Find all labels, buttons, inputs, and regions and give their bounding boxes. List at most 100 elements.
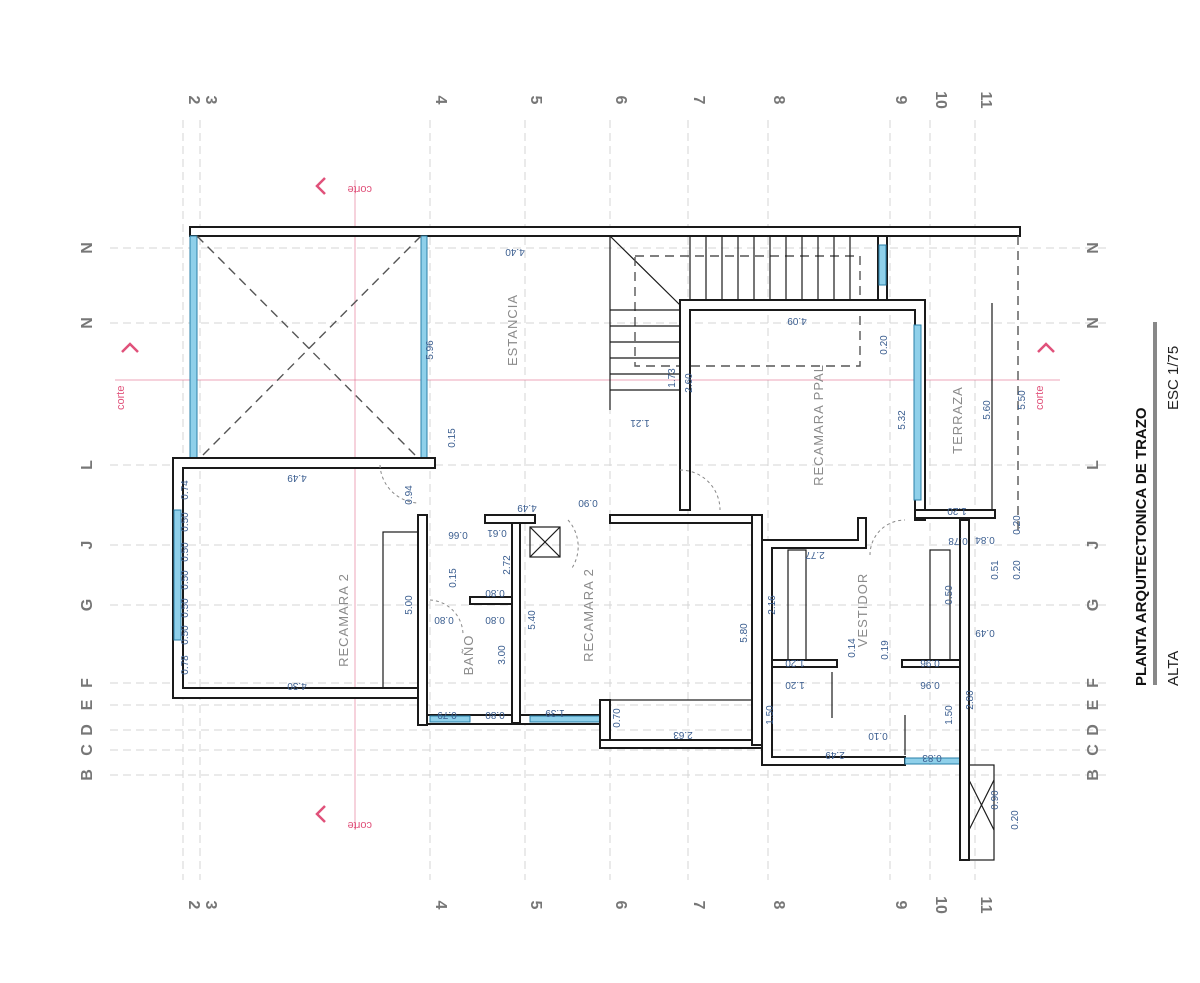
dimension-label: 0.80	[485, 614, 505, 625]
grid-axis-label-column: 7	[690, 96, 707, 105]
window-glass	[429, 715, 471, 723]
grid-axis-label-row: E	[79, 699, 96, 710]
room-label-recamara-ppal: RECAMARA PPAL	[811, 364, 826, 486]
dimension-label: 2.63	[673, 729, 693, 740]
grid-axis-label-column: 9	[892, 901, 909, 910]
void-diagonal	[196, 235, 422, 462]
section-label: corte	[115, 386, 127, 410]
dimension-label: 0.50	[180, 542, 191, 562]
dimension-label: 5.96	[425, 340, 436, 360]
dimension-label: 2.80	[965, 690, 976, 710]
grid-axis-label-row: J	[79, 541, 96, 550]
dimension-label: 1.50	[765, 705, 776, 725]
dimension-label: 0.15	[447, 428, 458, 448]
dimension-label: 5.80	[739, 623, 750, 643]
grid-axis-label-column: 2	[185, 901, 202, 910]
grid-axis-label-column: 11	[977, 897, 994, 914]
wall-top	[189, 226, 1021, 237]
section-arrow-icon	[121, 342, 139, 353]
door-swing	[567, 519, 579, 569]
closet	[382, 531, 419, 689]
door-swing	[379, 464, 419, 504]
grid-axis-label-column: 6	[612, 901, 629, 910]
wall-recamara-ppal	[679, 299, 926, 521]
grid-axis-label-row: N	[1085, 242, 1102, 254]
dimension-label: 2.16	[767, 595, 778, 615]
closet	[609, 699, 753, 741]
section-cut-lines: corte corte corte corte	[115, 177, 1060, 831]
grid-axis-label-column: 6	[612, 96, 629, 105]
closet	[787, 549, 807, 661]
grid-axis-label-row: B	[1085, 769, 1102, 781]
grid-axis-label-column: 4	[432, 96, 449, 105]
window-glass	[173, 509, 182, 641]
dimension-label: 0.50	[180, 598, 191, 618]
dimension-label: 0.96	[920, 657, 940, 668]
grid-axis-label-column: 10	[932, 896, 949, 914]
dimension-label: 0.84	[975, 534, 995, 545]
dimension-label: 0.74	[180, 480, 191, 500]
dimension-label: 5.50	[1017, 390, 1028, 410]
dimension-label: 4.30	[287, 680, 307, 691]
grid-axis-label-row: C	[79, 744, 96, 756]
grid-axis-label-column: 3	[202, 901, 219, 910]
dimension-label: 4.49	[287, 472, 307, 483]
section-label: corte	[348, 183, 372, 195]
grid-axis-label-row: J	[1085, 541, 1102, 550]
grid-axis-label-row: L	[79, 460, 96, 470]
grid-axis-label-row: D	[79, 724, 96, 736]
wall-vestidor	[761, 517, 906, 766]
dimension-label: 1.73	[667, 368, 678, 388]
wall-bano-right	[511, 522, 521, 724]
dimension-label: 0.20	[1010, 810, 1021, 830]
wall-terraza-bottom	[914, 509, 996, 519]
grid-axis-label-column: 8	[770, 901, 787, 910]
section-label: corte	[1034, 386, 1046, 410]
wall-recamara-2-top	[609, 514, 761, 524]
grid-axis-label-column: 2	[185, 96, 202, 105]
dimension-label: 0.78	[180, 655, 191, 675]
closet	[929, 549, 951, 661]
dimension-label: 4.49	[517, 502, 537, 513]
stair-steps	[610, 236, 851, 391]
dimension-label: 0.19	[880, 640, 891, 660]
dimension-label: 0.80	[485, 587, 505, 598]
dimension-label: 0.15	[448, 568, 459, 588]
dimension-label: 0.61	[487, 527, 507, 538]
dimension-label: 2.60	[684, 373, 695, 393]
grid-axis-label-row: F	[79, 678, 96, 688]
dimension-label: 0.10	[868, 730, 888, 741]
dimension-label: 5.60	[982, 400, 993, 420]
dimension-label: 0.70	[612, 708, 623, 728]
drawing-scale: ESC 1/75	[1165, 346, 1182, 410]
wall-bano-partition	[469, 596, 513, 605]
door-swing	[869, 519, 906, 556]
dimension-label: 0.49	[975, 627, 995, 638]
dimension-label: 0.80	[434, 614, 454, 625]
dimension-label: 0.80	[485, 709, 505, 720]
dimension-label: 0.94	[404, 485, 415, 505]
grid-axis-label-column: 5	[527, 96, 544, 105]
dimension-label: 0.96	[920, 679, 940, 690]
room-labels: ESTANCIA RECAMARA PPAL TERRAZA RECAMARA …	[336, 294, 965, 675]
dimension-label: 2.49	[825, 749, 845, 760]
section-arrow-icon	[1037, 342, 1055, 353]
dimension-label: 0.14	[847, 638, 858, 658]
dimension-label: 1.20	[785, 657, 805, 668]
wall-right	[959, 519, 970, 861]
grid-axis-label-row: L	[1085, 460, 1102, 470]
dimension-label: 0.79	[437, 709, 457, 720]
dimension-label: 1.20	[947, 505, 967, 516]
dimension-label: 0.50	[180, 570, 191, 590]
dimension-label: 2.77	[805, 549, 825, 560]
dimension-label: 3.00	[497, 645, 508, 665]
dimension-label: 1.50	[944, 705, 955, 725]
dimension-label: 1.21	[630, 417, 650, 428]
room-label-recamara-2: RECAMARA 2	[336, 573, 351, 667]
section-label: corte	[348, 819, 372, 831]
room-label-bano: BAÑO	[461, 635, 476, 676]
window-glass	[878, 244, 887, 286]
grid-lines	[110, 120, 1110, 880]
grid-axis-label-row: D	[1085, 724, 1102, 736]
